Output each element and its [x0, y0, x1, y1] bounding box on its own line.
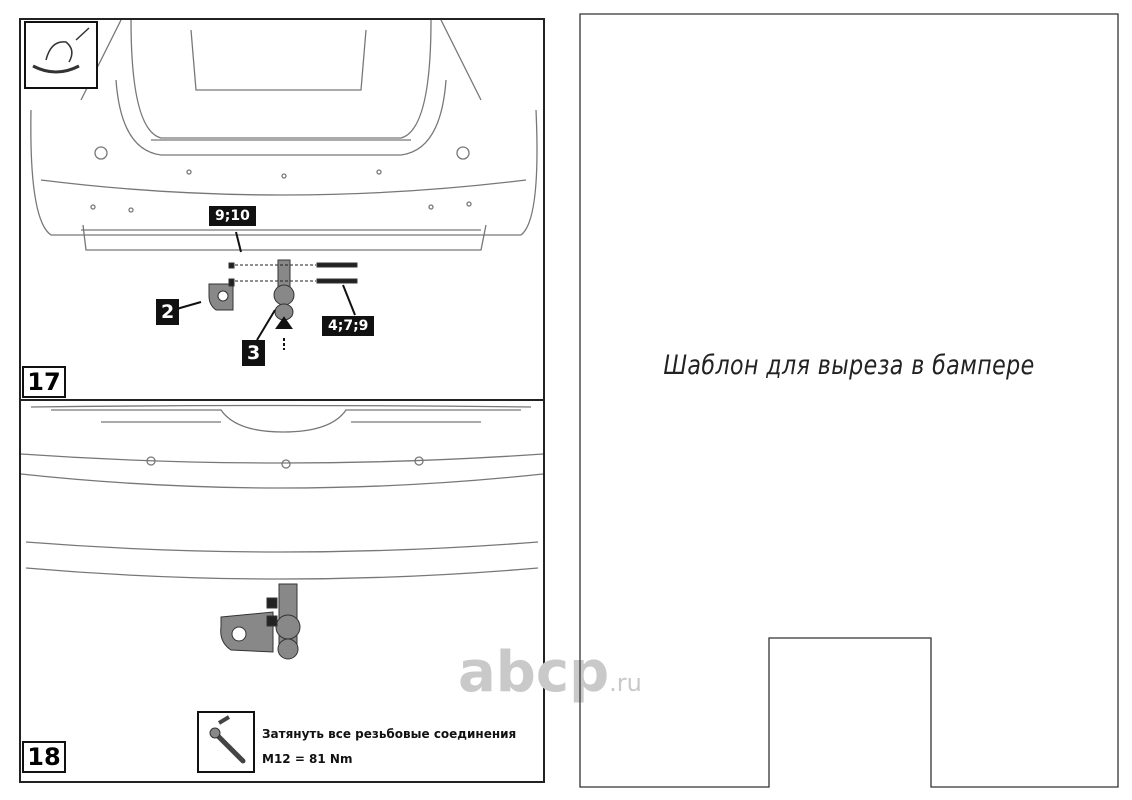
bumper-cutout-template: [579, 13, 1119, 788]
torque-note-line2: M12 = 81 Nm: [262, 752, 353, 766]
label-nuts: 9;10: [209, 206, 256, 226]
panel-divider: [19, 399, 545, 401]
step-18-illustration: [21, 404, 543, 660]
watermark-suffix: .ru: [609, 669, 642, 697]
label-ball: 3: [242, 340, 266, 366]
torque-note-line1: Затянуть все резьбовые соединения: [262, 727, 517, 741]
label-bolts: 4;7;9: [322, 316, 375, 336]
step-number-17: 17: [22, 366, 66, 398]
label-bracket: 2: [156, 299, 180, 325]
step-17-illustration: [24, 20, 538, 350]
step-number-18: 18: [22, 741, 66, 773]
torque-note: Затянуть все резьбовые соединения M12 = …: [262, 722, 516, 772]
watermark-main: abcp: [458, 640, 610, 705]
torque-wrench-icon: [197, 711, 255, 773]
watermark-logo: abcp.ru: [458, 640, 642, 705]
hand-tighten-icon: [32, 27, 90, 74]
template-title: Шаблон для выреза в бампере: [663, 350, 1035, 381]
